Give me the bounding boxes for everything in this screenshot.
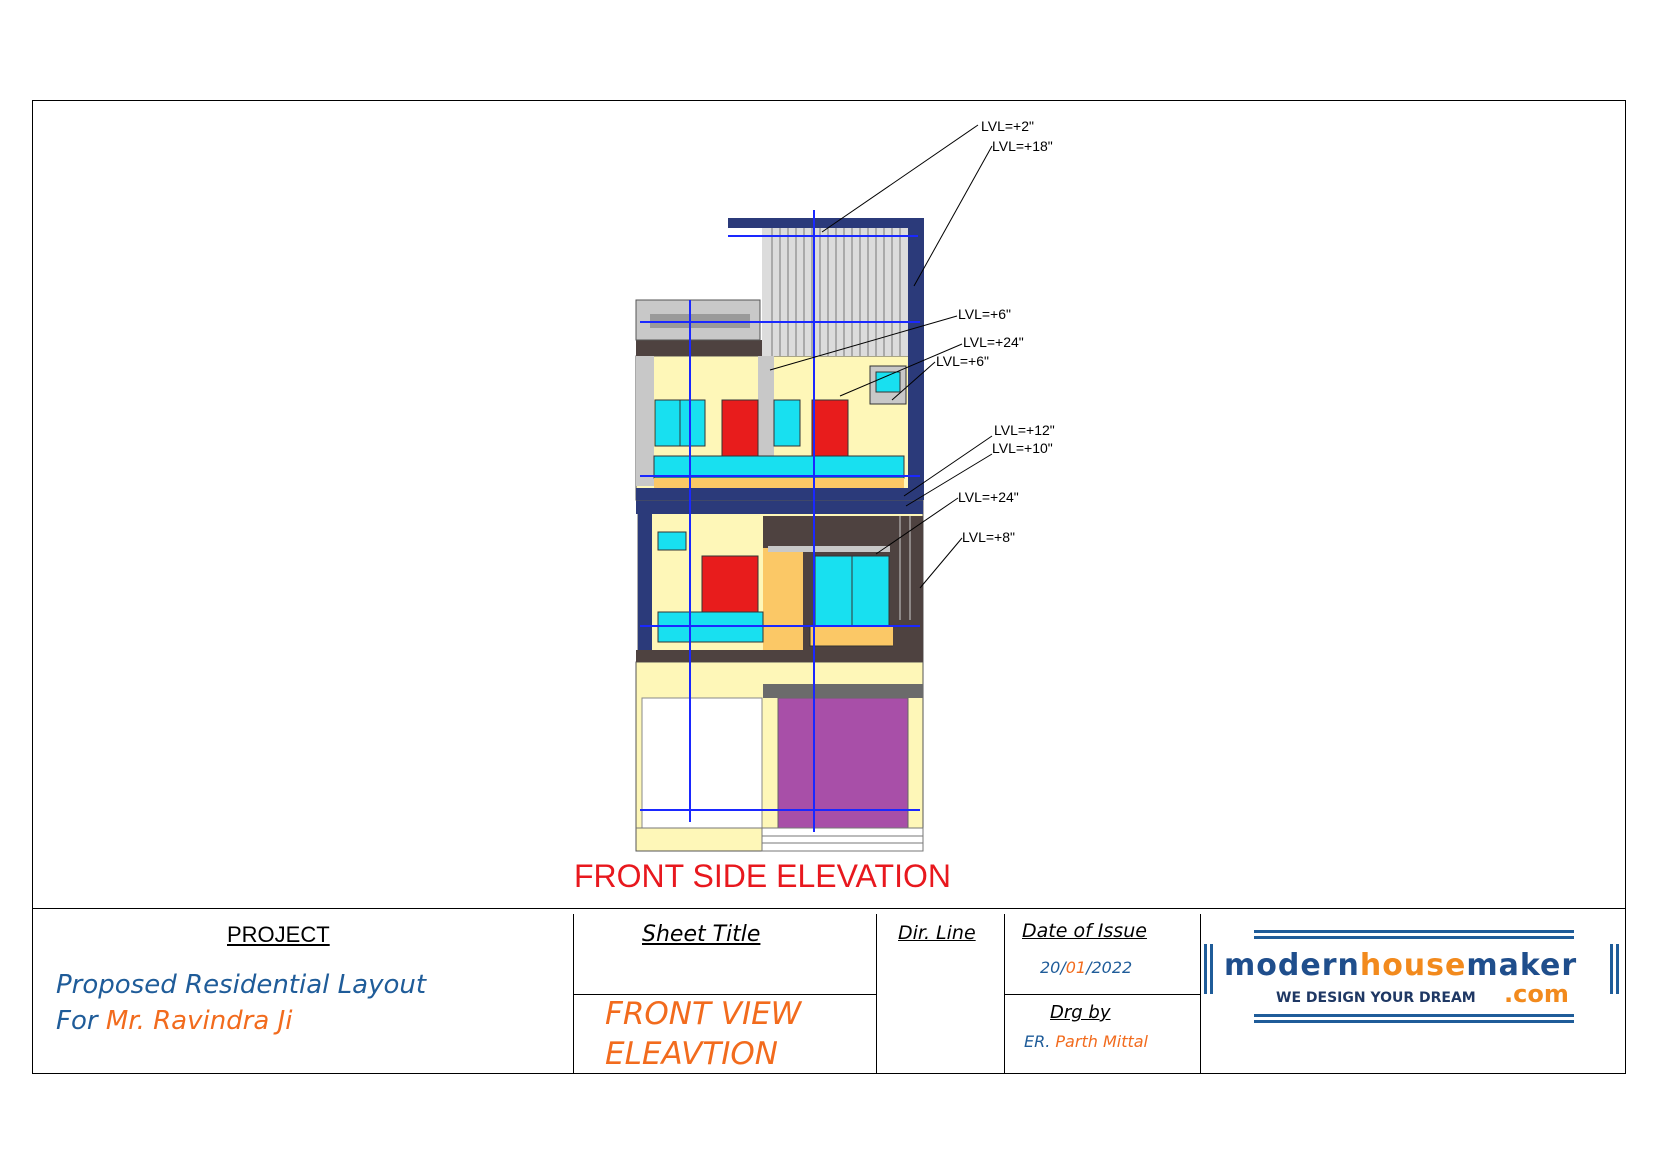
second-floor-vent-window (875, 371, 901, 393)
level-label: LVL=+24" (958, 489, 1019, 505)
level-label: LVL=+6" (958, 306, 1011, 322)
drg-by-header: Drg by (1050, 1002, 1111, 1023)
project-client-line: For Mr. Ravindra Ji (56, 1006, 292, 1036)
drawing-sheet-border (32, 100, 1626, 1074)
sheet-title-line1: FRONT VIEW (605, 996, 802, 1032)
level-label: LVL=+8" (962, 529, 1015, 545)
second-floor-bottom-band (636, 488, 923, 500)
roof-canopy-beam (728, 218, 922, 228)
project-header: PROJECT (227, 922, 330, 947)
first-floor-left-column (638, 500, 652, 662)
level-label: LVL=+18" (992, 138, 1053, 154)
second-floor-left-pier (636, 356, 654, 486)
logo-domain-suffix: .com (1504, 980, 1569, 1008)
shop-shutter (777, 697, 909, 829)
second-floor-door-right (811, 399, 849, 457)
level-leader-lines (769, 124, 993, 589)
drawn-by: ER. Parth Mittal (1024, 1032, 1148, 1051)
level-label: LVL=+12" (994, 422, 1055, 438)
entrance-steps (761, 827, 924, 852)
logo-tagline: WE DESIGN YOUR DREAM (1276, 990, 1476, 1006)
level-label: LVL=+6" (936, 353, 989, 369)
second-floor-center-pier (758, 356, 774, 486)
shop-signboard (763, 684, 923, 698)
project-name: Proposed Residential Layout (56, 970, 427, 1000)
level-label: LVL=+2" (981, 118, 1034, 134)
ground-floor-opening (641, 697, 763, 829)
first-floor-small-window (657, 531, 687, 551)
first-floor-top-band (636, 500, 923, 514)
front-elevation-drawing: LVL=+2" LVL=+18" LVL=+6" LVL=+24" LVL=+6… (635, 118, 1055, 852)
second-floor-railing (653, 455, 905, 479)
project-for-label: For (56, 1006, 98, 1036)
company-logo: modernhousemaker WE DESIGN YOUR DREAM .c… (1204, 930, 1624, 1023)
second-floor-door-left (721, 399, 759, 457)
dimension-lines (640, 210, 920, 832)
date-of-issue-header: Date of Issue (1022, 920, 1147, 942)
right-vertical-fin (908, 218, 924, 500)
sheet-title-header: Sheet Title (642, 922, 761, 947)
issue-date: 20/01/2022 (1040, 958, 1133, 977)
level-label: LVL=+24" (963, 334, 1024, 350)
dir-line-header: Dir. Line (898, 922, 976, 944)
first-floor-orange-strip (763, 548, 803, 652)
first-floor-door-red (701, 555, 759, 617)
title-block-top-line (32, 908, 1626, 909)
sheet-title-line2: ELEAVTION (605, 1036, 778, 1072)
level-label: LVL=+10" (992, 440, 1053, 456)
elevation-title: FRONT SIDE ELEVATION (574, 858, 951, 894)
project-client-name: Mr. Ravindra Ji (105, 1006, 293, 1036)
second-floor-window-mid (773, 399, 801, 447)
